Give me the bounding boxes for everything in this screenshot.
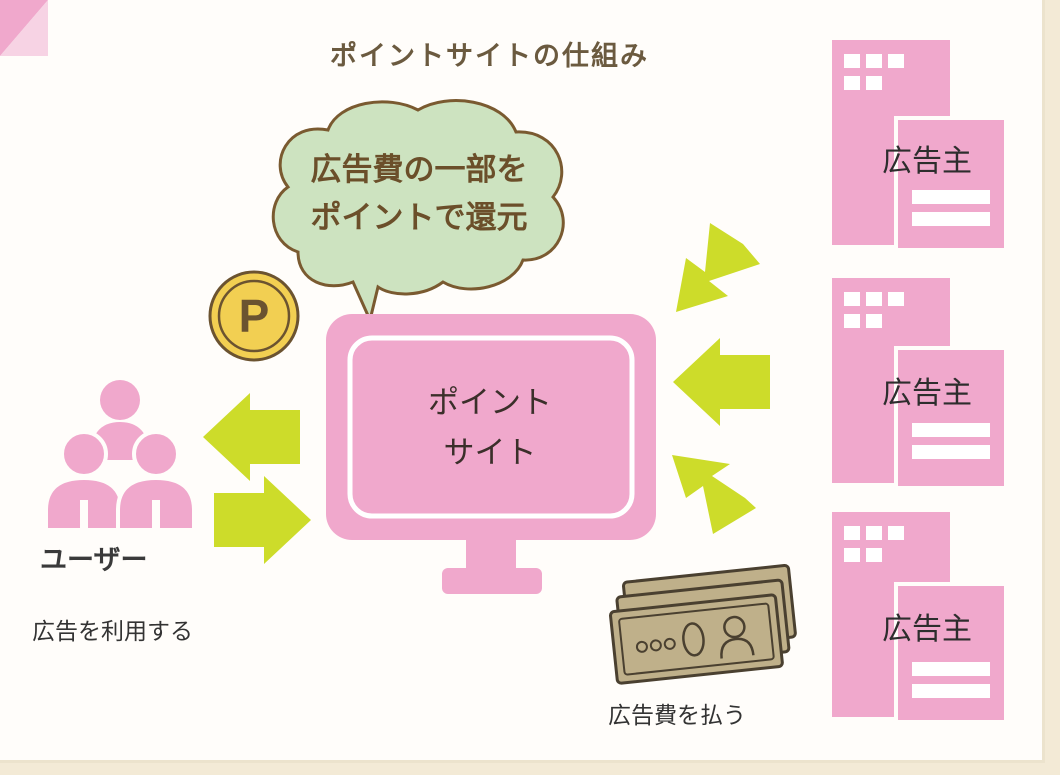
arrow-from-advertiser-bottom	[672, 455, 756, 534]
folded-corner-icon	[0, 0, 48, 56]
site-label: ポイント サイト	[362, 378, 618, 478]
site-label-line-1: ポイント	[428, 385, 552, 421]
arrow-to-user	[203, 393, 300, 481]
arrow-from-advertiser-top	[676, 223, 760, 312]
advertiser-label-1: 広告主	[882, 144, 972, 179]
bubble-line-2: ポイントで還元	[310, 200, 528, 236]
point-coin-icon: P	[208, 270, 300, 362]
advertiser-label-3: 広告主	[882, 612, 972, 647]
speech-bubble	[271, 99, 565, 322]
banknotes-icon	[609, 563, 797, 685]
arrow-from-advertiser-middle	[673, 338, 770, 426]
advertiser-building-1-icon	[832, 40, 1008, 252]
diagram-title: ポイントサイトの仕組み	[330, 41, 649, 72]
payment-label: 広告費を払う	[608, 703, 746, 729]
user-action-label: 広告を利用する	[32, 619, 193, 645]
arrow-to-site	[214, 476, 311, 564]
user-label: ユーザー	[40, 545, 148, 576]
advertiser-label-2: 広告主	[882, 376, 972, 411]
advertiser-building-2-icon	[832, 278, 1008, 490]
advertiser-building-3-icon	[832, 512, 1008, 724]
bubble-text: 広告費の一部を ポイントで還元	[274, 146, 564, 242]
monitor-icon	[326, 314, 656, 594]
bubble-line-1: 広告費の一部を	[310, 152, 528, 188]
users-group-icon	[44, 380, 196, 532]
site-label-line-2: サイト	[443, 435, 537, 471]
coin-symbol: P	[239, 290, 270, 342]
